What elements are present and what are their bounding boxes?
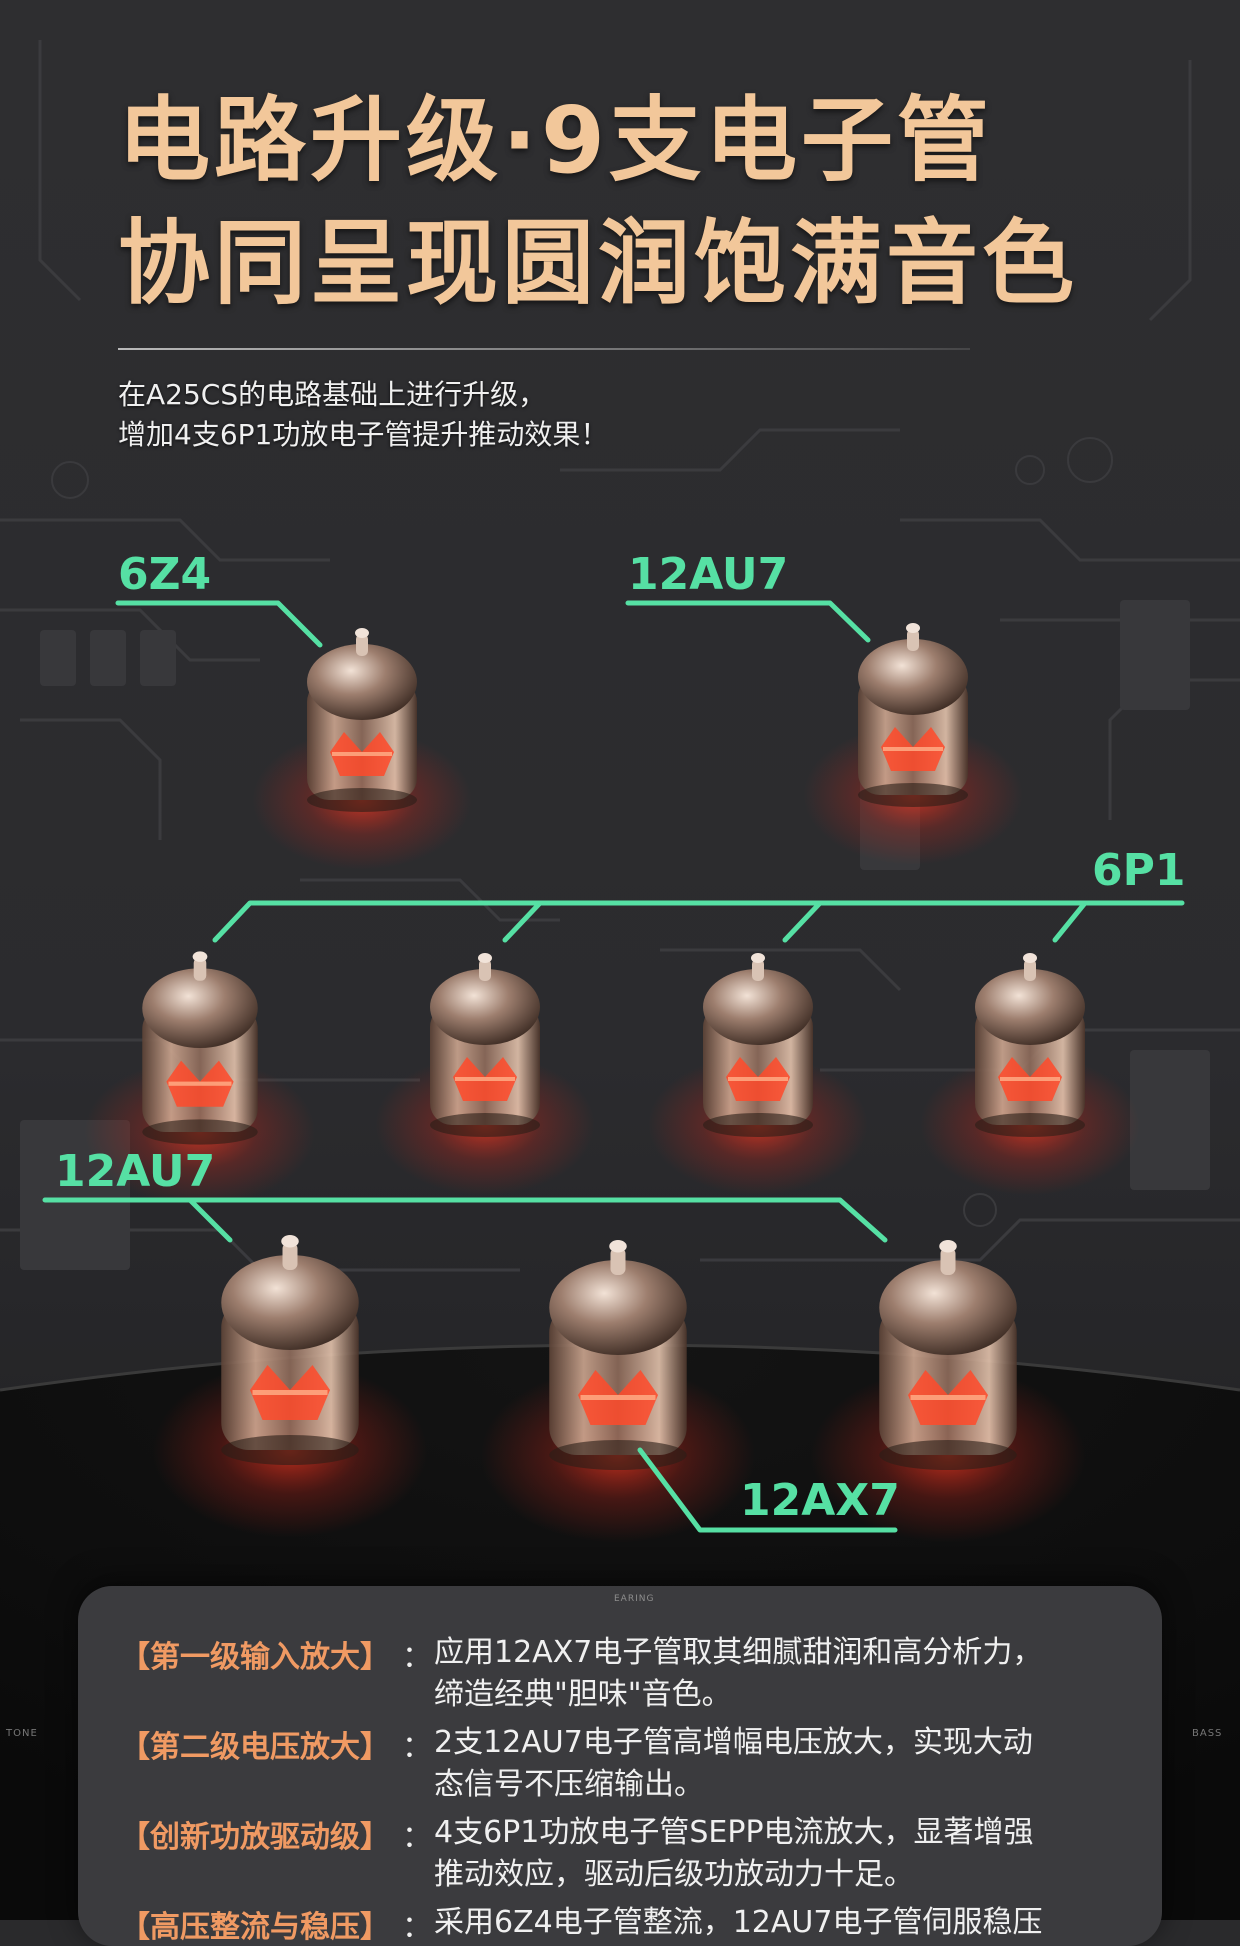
spec-desc-line-1: 4支6P1功放电子管SEPP电流放大，显著增强: [434, 1815, 1034, 1850]
tube-12ax7: [480, 1240, 756, 1543]
spec-desc-line-1: 应用12AX7电子管取其细腻甜润和高分析力，: [434, 1635, 1043, 1670]
spec-desc-line-1: 采用6Z4电子管整流，12AU7电子管伺服稳压: [434, 1905, 1043, 1940]
label-12au7-left: 12AU7: [55, 1146, 215, 1197]
callout-line-6z4: [115, 600, 323, 648]
tube-6z4: [252, 628, 472, 870]
label-12au7-top: 12AU7: [628, 549, 788, 600]
spec-colon: ：: [402, 1730, 432, 1765]
spec-name: 【第一级输入放大】: [120, 1640, 390, 1675]
subtitle-line-2: 增加4支6P1功放电子管提升推动效果！: [118, 418, 609, 451]
spec-name: 【高压整流与稳压】: [120, 1910, 390, 1945]
tube-12au7-top: [803, 623, 1023, 865]
spec-desc: 2支12AU7电子管高增幅电压放大，实现大动 态信号不压缩输出。: [434, 1722, 1033, 1806]
headline-line-1: 电路升级·9支电子管: [118, 87, 993, 194]
label-6p1: 6P1: [1092, 845, 1185, 896]
spec-desc-line-2: 态信号不压缩输出。: [434, 1767, 704, 1802]
tube-6p1-2: [375, 953, 595, 1195]
callout-line-6p1: [212, 900, 1185, 943]
label-6z4: 6Z4: [118, 549, 211, 600]
tube-6p1-3: [648, 953, 868, 1195]
callout-line-12au7-left: [42, 1197, 888, 1243]
tube-12au7-left: [152, 1235, 428, 1538]
spec-panel: EARING 【第一级输入放大】 ： 应用12AX7电子管取其细腻甜润和高分析力…: [78, 1586, 1162, 1946]
headline-line-2: 协同呈现圆润饱满音色: [118, 210, 1079, 317]
spec-name: 【创新功放驱动级】: [120, 1820, 390, 1855]
spec-name: 【第二级电压放大】: [120, 1730, 390, 1765]
side-mark-right: BASS: [1192, 1728, 1223, 1739]
callout-line-12ax7: [637, 1447, 898, 1533]
callout-line-12au7-top: [625, 600, 871, 643]
tube-6p1-4: [920, 953, 1140, 1195]
spec-desc-line-1: 2支12AU7电子管高增幅电压放大，实现大动: [434, 1725, 1033, 1760]
spec-desc: 4支6P1功放电子管SEPP电流放大，显著增强 推动效应，驱动后级功放动力十足。: [434, 1812, 1034, 1896]
spec-colon: ：: [402, 1910, 432, 1945]
panel-watermark: EARING: [614, 1594, 655, 1604]
headline-divider: [118, 348, 970, 350]
spec-colon: ：: [402, 1640, 432, 1675]
spec-desc: 采用6Z4电子管整流，12AU7电子管伺服稳压: [434, 1902, 1042, 1944]
spec-desc: 应用12AX7电子管取其细腻甜润和高分析力， 缔造经典"胆味"音色。: [434, 1632, 1042, 1716]
spec-desc-line-2: 缔造经典"胆味"音色。: [434, 1677, 732, 1712]
spec-colon: ：: [402, 1820, 432, 1855]
label-12ax7: 12AX7: [740, 1475, 900, 1526]
subtitle-line-1: 在A25CS的电路基础上进行升级，: [118, 378, 547, 411]
side-mark-left: TONE: [6, 1728, 38, 1739]
spec-desc-line-2: 推动效应，驱动后级功放动力十足。: [434, 1857, 914, 1892]
